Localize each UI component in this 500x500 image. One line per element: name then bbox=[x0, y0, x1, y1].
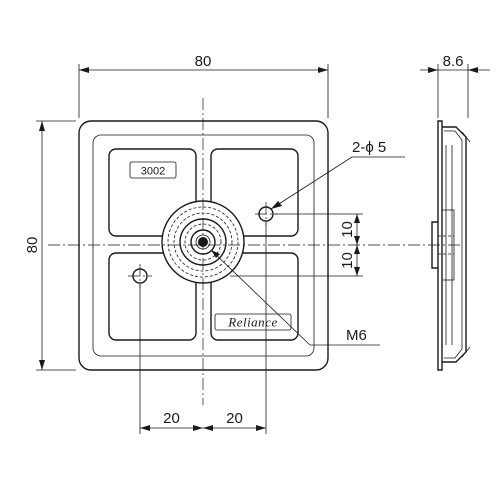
pocket-top-left bbox=[108, 148, 197, 237]
plate-inner-rim bbox=[92, 134, 315, 357]
offset-lower-text: 10 bbox=[339, 252, 356, 269]
plate-outline bbox=[78, 120, 329, 371]
side-view: 8.6 bbox=[420, 53, 490, 371]
pocket-top-right bbox=[210, 148, 299, 237]
hole-callout: 2-ϕ 5 bbox=[270, 139, 405, 210]
part-number-label: 3002 bbox=[129, 161, 177, 179]
front-view: 3002 Reliance bbox=[48, 98, 460, 405]
dimension-hole-offsets: 10 10 bbox=[230, 213, 363, 277]
side-thickness-text: 8.6 bbox=[443, 53, 464, 70]
width-dimension-text: 80 bbox=[195, 53, 212, 70]
thread-callout: M6 bbox=[210, 249, 380, 346]
hole-callout-text: 2-ϕ 5 bbox=[352, 139, 386, 156]
side-boss-stub bbox=[431, 221, 438, 269]
boss-hidden-ring-3 bbox=[184, 223, 222, 261]
side-profile-inner bbox=[444, 130, 463, 359]
pocket-bottom-right bbox=[210, 252, 299, 341]
boss-hidden-ring-1 bbox=[167, 206, 239, 278]
height-dimension-text: 80 bbox=[24, 237, 41, 254]
brand-logo: Reliance bbox=[214, 313, 292, 331]
offset-upper-text: 10 bbox=[339, 221, 356, 238]
dimension-width: 80 bbox=[78, 53, 329, 118]
brand-logo-text: Reliance bbox=[227, 315, 277, 330]
side-profile-outer bbox=[442, 126, 467, 363]
dimension-height: 80 bbox=[24, 120, 76, 371]
side-boss bbox=[441, 209, 455, 281]
dimension-hole-spacing: 20 20 bbox=[139, 222, 267, 434]
part-number-text: 3002 bbox=[141, 166, 165, 178]
spacing-left-text: 20 bbox=[163, 410, 180, 427]
thread-callout-text: M6 bbox=[346, 327, 367, 344]
spacing-right-text: 20 bbox=[226, 410, 243, 427]
side-base-face bbox=[437, 120, 443, 371]
pocket-bottom-left bbox=[108, 252, 197, 341]
